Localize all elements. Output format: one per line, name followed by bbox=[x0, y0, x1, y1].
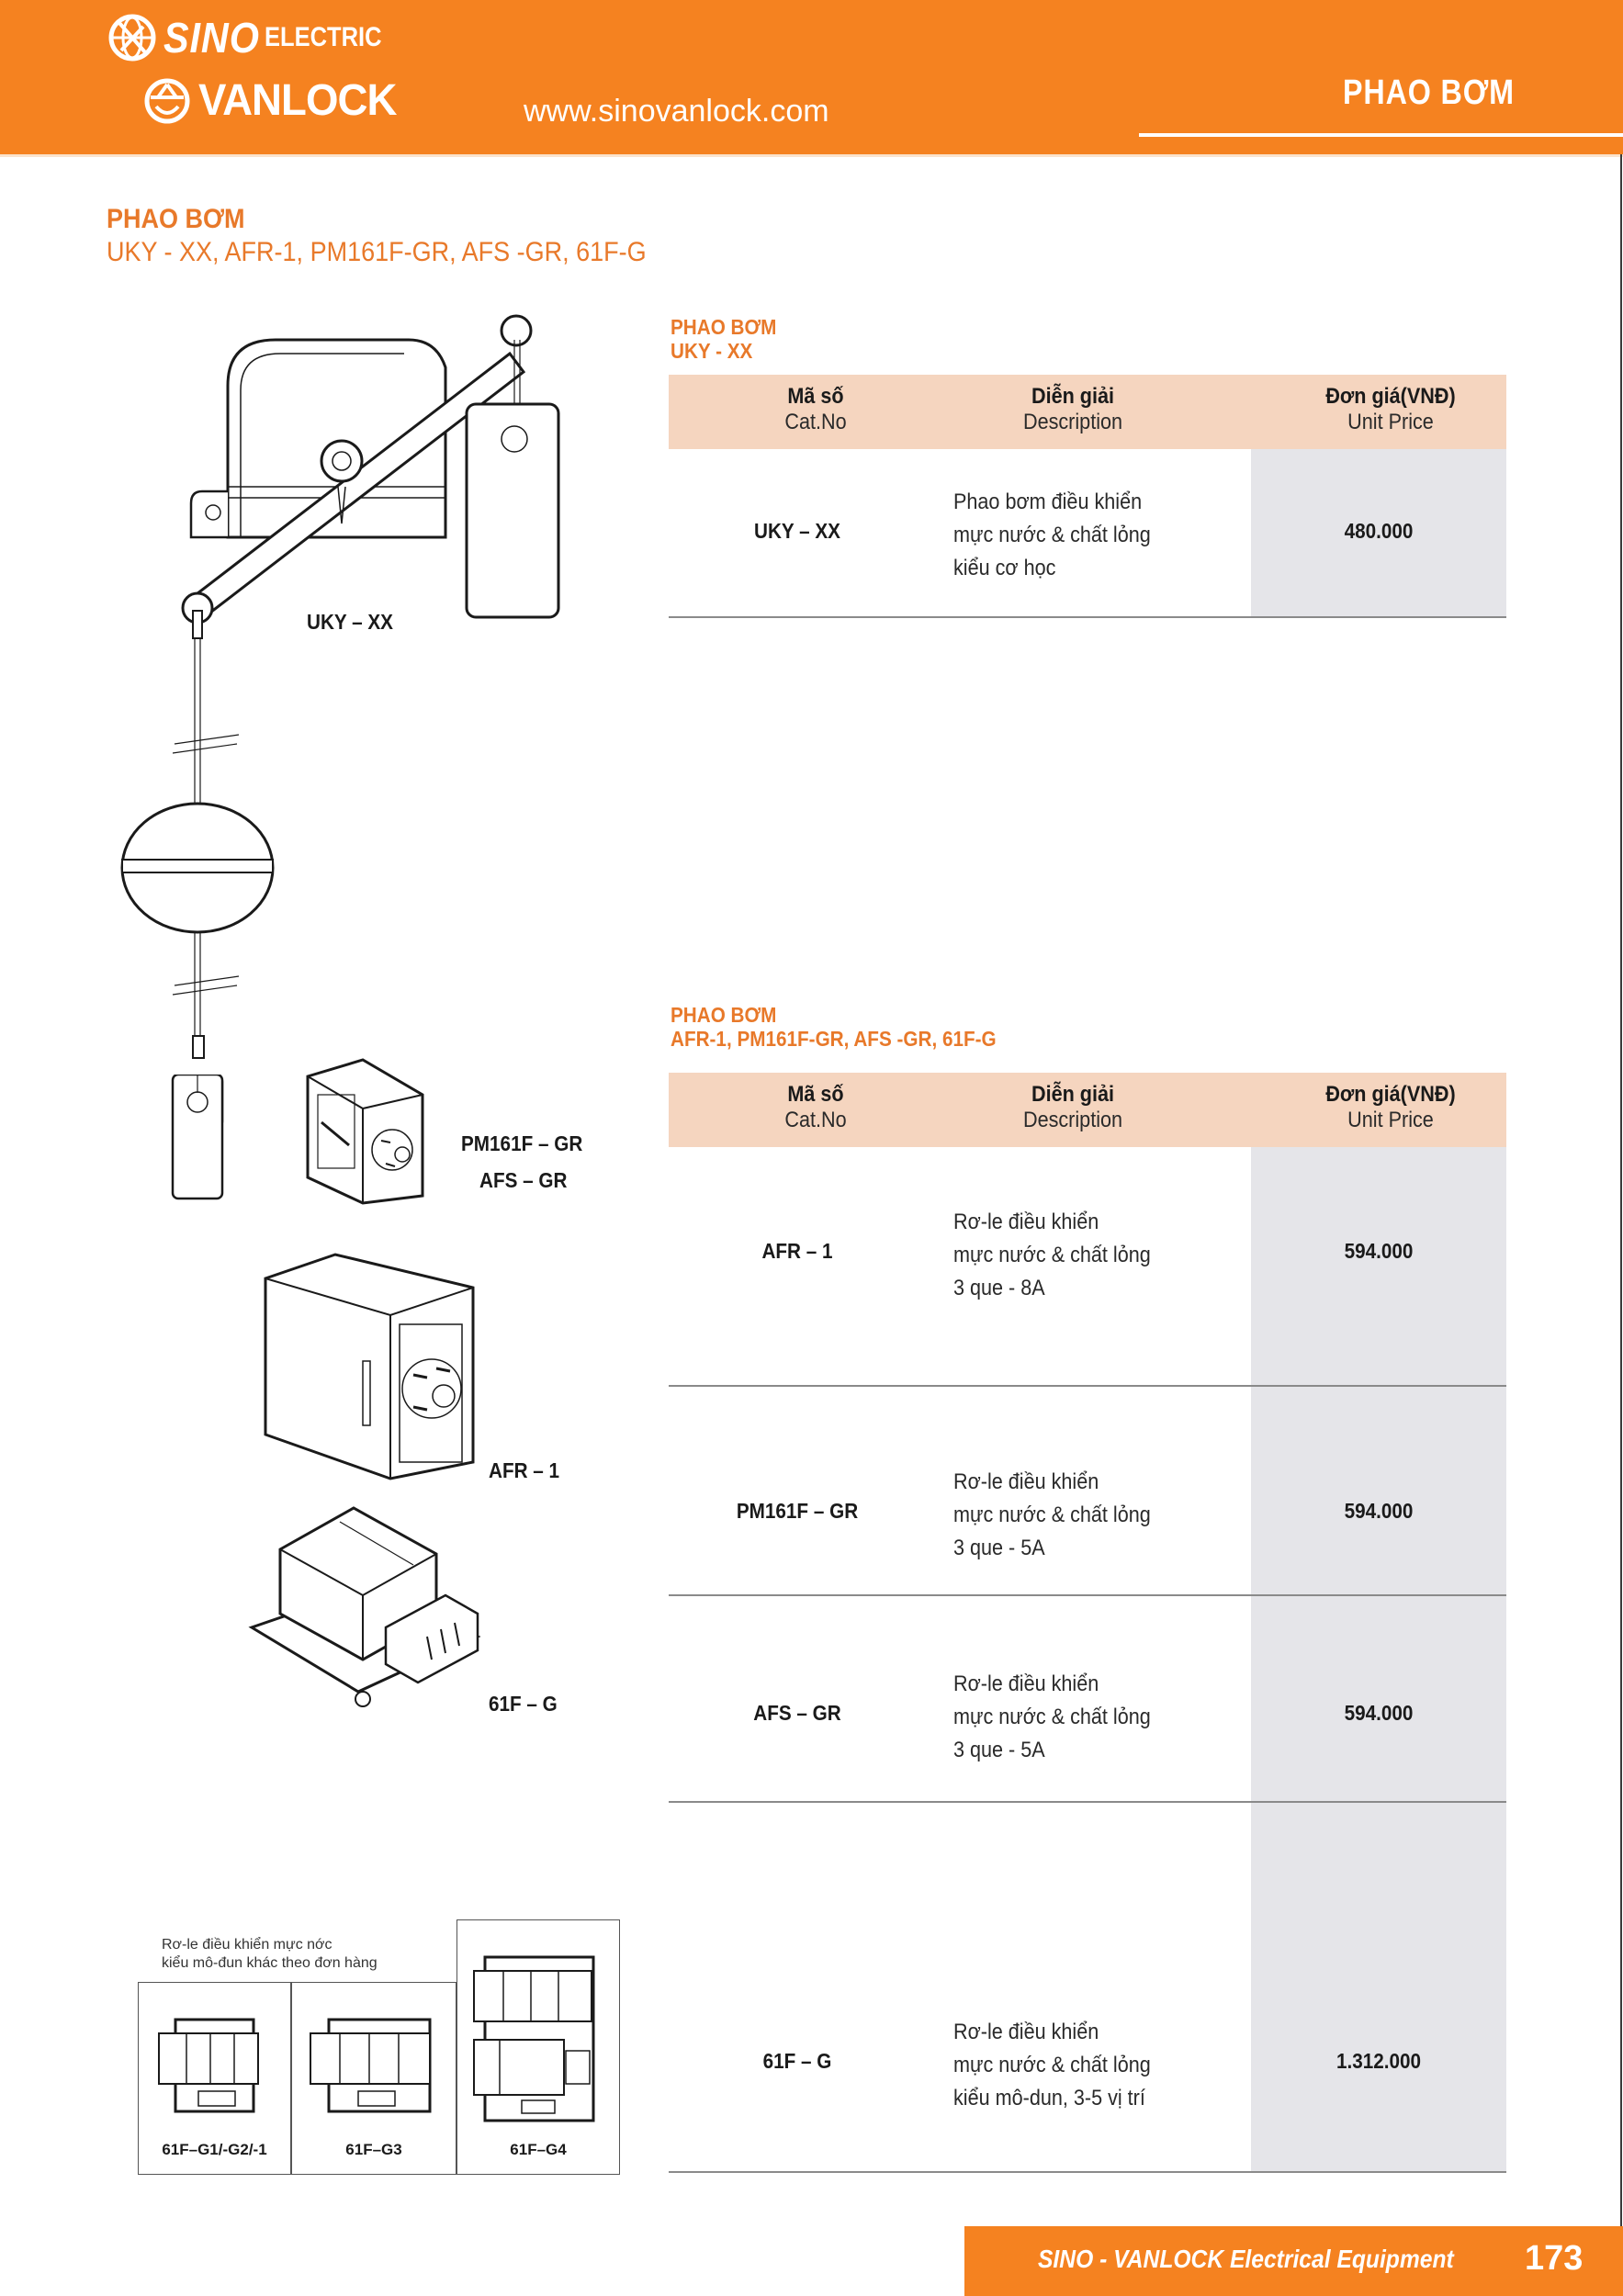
globe-icon bbox=[108, 14, 156, 62]
cat-no-cell: 61F – G bbox=[762, 2049, 832, 2073]
header-divider bbox=[0, 154, 1623, 157]
price-cell-bg bbox=[1251, 1387, 1506, 1594]
table-row: AFR – 1 Rơ-le điều khiển mực nước & chất… bbox=[669, 1147, 1506, 1387]
description-cell: Rơ-le điều khiển mực nước & chất lỏng 3 … bbox=[953, 1671, 1151, 1762]
table-row: AFS – GR Rơ-le điều khiển mực nước & chấ… bbox=[669, 1596, 1506, 1803]
price-cell-bg bbox=[1251, 449, 1506, 616]
cat-no-cell: PM161F – GR bbox=[736, 1499, 859, 1523]
unit-price-cell: 594.000 bbox=[1344, 1499, 1414, 1523]
section1-title: PHAO BƠM bbox=[671, 315, 777, 339]
price-table-uky: Mã số Cat.No Diễn giải Description Đơn g… bbox=[669, 375, 1506, 618]
afr-1-relay-illustration bbox=[264, 1253, 475, 1480]
pm161f-relay-illustration bbox=[306, 1058, 424, 1205]
price-table-relays: Mã số Cat.No Diễn giải Description Đơn g… bbox=[669, 1073, 1506, 2173]
page-footer: SINO - VANLOCK Electrical Equipment 173 bbox=[964, 2226, 1623, 2296]
column-header-unit-price: Đơn giá(VNĐ) Unit Price bbox=[1325, 384, 1456, 434]
section2-heading: PHAO BƠM AFR-1, PM161F-GR, AFS -GR, 61F-… bbox=[671, 1003, 997, 1051]
description-cell: Rơ-le điều khiển mực nước & chất lỏng ki… bbox=[953, 2020, 1151, 2110]
brand-electric: ELECTRIC bbox=[265, 22, 382, 52]
price-cell-bg bbox=[1251, 1596, 1506, 1801]
unit-price-cell: 480.000 bbox=[1344, 519, 1414, 543]
page-edge-line bbox=[1620, 154, 1622, 2226]
61f-g-label: 61F – G bbox=[489, 1692, 558, 1716]
uky-float-switch-illustration bbox=[120, 314, 560, 1129]
price-cell-bg bbox=[1251, 1803, 1506, 2171]
cat-no-cell: AFS – GR bbox=[753, 1701, 841, 1725]
variant-label: 61F–G3 bbox=[345, 2141, 402, 2158]
unit-price-cell: 594.000 bbox=[1344, 1239, 1414, 1263]
table-row: 61F – G Rơ-le điều khiển mực nước & chất… bbox=[669, 1803, 1506, 2173]
table-row: PM161F – GR Rơ-le điều khiển mực nước & … bbox=[669, 1387, 1506, 1596]
variant-61f-g4: 61F–G4 bbox=[456, 1919, 620, 2175]
61f-g4-module-icon bbox=[473, 1955, 595, 2122]
column-header-description: Diễn giải Description bbox=[1022, 1082, 1123, 1132]
description-cell: Rơ-le điều khiển mực nước & chất lỏng 3 … bbox=[953, 1210, 1151, 1300]
brand-vanlock: VANLOCK bbox=[198, 76, 397, 125]
page-number: 173 bbox=[1525, 2239, 1584, 2278]
column-header-description: Diễn giải Description bbox=[1022, 384, 1123, 434]
column-header-cat-no: Mã số Cat.No bbox=[784, 384, 847, 434]
vanlock-logo: VANLOCK bbox=[143, 75, 407, 126]
vanlock-emblem-icon bbox=[144, 78, 190, 123]
module-variants-panel: Rơ-le điều khiển mực nớc kiểu mô-đun khá… bbox=[138, 1918, 622, 2175]
61f-g-relay-illustration bbox=[248, 1506, 481, 1707]
page-title: PHAO BƠM bbox=[107, 204, 245, 234]
afr-1-label: AFR – 1 bbox=[489, 1458, 560, 1482]
section1-subtitle: UKY - XX bbox=[671, 339, 753, 363]
section1-heading: PHAO BƠM UKY - XX bbox=[671, 315, 776, 363]
table-header: Mã số Cat.No Diễn giải Description Đơn g… bbox=[669, 1073, 1506, 1147]
website-link[interactable]: www.sinovanlock.com bbox=[524, 94, 829, 129]
column-header-unit-price: Đơn giá(VNĐ) Unit Price bbox=[1325, 1082, 1456, 1132]
pm161f-gr-label: PM161F – GR bbox=[461, 1131, 583, 1155]
description-cell: Phao bơm điều khiển mực nước & chất lỏng… bbox=[953, 490, 1151, 580]
61f-g3-module-icon bbox=[310, 2018, 432, 2113]
variant-label: 61F–G1/-G2/-1 bbox=[162, 2141, 267, 2158]
page-header: SINO ELECTRIC VANLOCK www.sinovanlock.co… bbox=[0, 0, 1623, 154]
brand-sino: SINO bbox=[163, 14, 260, 62]
afs-gr-label: AFS – GR bbox=[479, 1168, 568, 1192]
section-underline bbox=[1139, 133, 1623, 137]
section-tag: PHAO BƠM bbox=[1343, 73, 1515, 112]
table-header: Mã số Cat.No Diễn giải Description Đơn g… bbox=[669, 375, 1506, 449]
cat-no-cell: AFR – 1 bbox=[761, 1239, 833, 1263]
section2-subtitle: AFR-1, PM161F-GR, AFS -GR, 61F-G bbox=[671, 1027, 997, 1051]
section2-title: PHAO BƠM bbox=[671, 1003, 777, 1027]
table-row: UKY – XX Phao bơm điều khiển mực nước & … bbox=[669, 449, 1506, 618]
unit-price-cell: 594.000 bbox=[1344, 1701, 1414, 1725]
footer-brand-text: SINO - VANLOCK Electrical Equipment bbox=[1038, 2245, 1454, 2273]
float-tag-illustration bbox=[171, 1075, 224, 1200]
column-header-cat-no: Mã số Cat.No bbox=[784, 1082, 847, 1132]
cat-no-cell: UKY – XX bbox=[754, 519, 840, 543]
uky-xx-label: UKY – XX bbox=[307, 610, 393, 634]
variant-61f-g3: 61F–G3 bbox=[291, 1982, 456, 2175]
variant-61f-g1: 61F–G1/-G2/-1 bbox=[138, 1982, 291, 2175]
61f-g1-module-icon bbox=[158, 2018, 259, 2113]
variant-label: 61F–G4 bbox=[510, 2141, 567, 2158]
price-cell-bg bbox=[1251, 1147, 1506, 1385]
variants-note: Rơ-le điều khiển mực nớc kiểu mô-đun khá… bbox=[162, 1937, 378, 1971]
unit-price-cell: 1.312.000 bbox=[1336, 2049, 1422, 2073]
description-cell: Rơ-le điều khiển mực nước & chất lỏng 3 … bbox=[953, 1469, 1151, 1560]
brand-logo: SINO ELECTRIC VANLOCK bbox=[108, 13, 439, 137]
page-subtitle: UKY - XX, AFR-1, PM161F-GR, AFS -GR, 61F… bbox=[107, 237, 647, 267]
sino-electric-logo: SINO ELECTRIC bbox=[108, 13, 402, 62]
